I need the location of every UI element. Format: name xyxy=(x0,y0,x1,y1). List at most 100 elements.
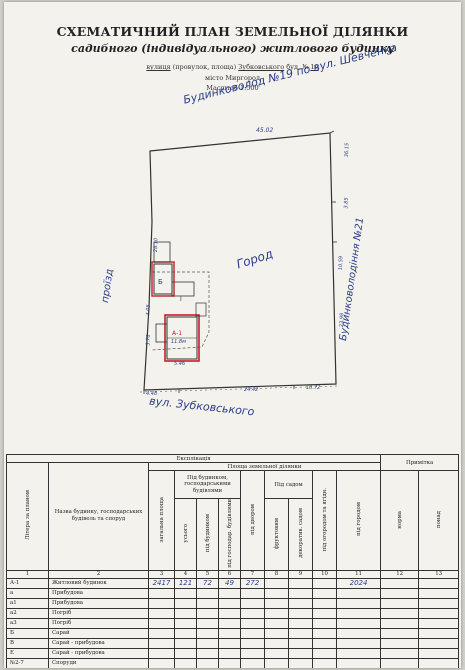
table-row: Б Сарай xyxy=(6,627,460,639)
col-number: 9 xyxy=(288,569,313,579)
row-garden: 2024 xyxy=(335,577,382,589)
decor-heading: декоратив. садом xyxy=(288,498,313,571)
column-numbers-row: 1 2 3 4 5 6 7 8 9 10 11 12 13 xyxy=(6,569,460,579)
dim-right-upper: 36.15 xyxy=(343,142,351,158)
empty-cell xyxy=(418,577,460,589)
dim-top: 45.02 xyxy=(256,127,274,134)
dim-bottom-right: 10.72 xyxy=(306,385,321,391)
name-heading: Назва будинку, господарських будівель та… xyxy=(48,462,149,571)
table-row: а Прибудова xyxy=(6,587,460,599)
barn-highlight xyxy=(151,261,175,297)
table-row: а1 Прибудова xyxy=(6,597,460,609)
norm-heading: норма xyxy=(380,470,420,571)
total-heading: загальна площа xyxy=(148,470,175,571)
house-highlight xyxy=(164,314,200,362)
address-line: вулиця (провулок, площа) Зубковського бу… xyxy=(4,63,461,71)
barn-building xyxy=(153,263,173,295)
row-litera: В xyxy=(6,637,49,649)
garden-heading: під городом xyxy=(335,470,382,571)
row-yard: 272 xyxy=(240,577,265,589)
empty-cell xyxy=(380,577,420,589)
row-litera: А-1 xyxy=(6,577,49,589)
dim-right-3: 10.59 xyxy=(337,255,345,271)
dim-bottom-mid: 24.42 xyxy=(244,387,259,393)
row-under-house: 72 xyxy=(196,577,219,589)
col-number: 5 xyxy=(196,569,219,579)
ogorod-heading: під огородом та ягідн. xyxy=(312,470,337,571)
col-number: 3 xyxy=(148,569,175,579)
dim-right-2: 3.85 xyxy=(343,197,350,209)
empty-cell xyxy=(264,577,289,589)
yard-boundary xyxy=(151,271,210,351)
col-number: 8 xyxy=(264,569,289,579)
street-prefix: вулиця xyxy=(146,63,171,71)
col-number: 12 xyxy=(380,569,420,579)
row-litera: а2 xyxy=(6,607,49,619)
buildings-total-heading: усього xyxy=(174,498,197,571)
dim-house: 5.46 xyxy=(174,361,186,367)
street-value: Зубковського xyxy=(238,63,285,71)
document-title: СХЕМАТИЧНИЙ ПЛАН ЗЕМЕЛЬНОЇ ДІЛЯНКИ xyxy=(56,24,409,39)
house-area: 11.8м xyxy=(171,339,186,345)
city-line: місто Миргород xyxy=(205,74,260,82)
table-row: №2-7 Споруди xyxy=(6,657,460,668)
empty-cell xyxy=(288,577,313,589)
row-name: Погріб xyxy=(48,607,149,619)
row-litera: №2-7 xyxy=(6,657,49,668)
house-label: А-1 xyxy=(172,330,183,337)
yard-heading: під двором xyxy=(240,470,265,571)
explication-heading: Експлікація xyxy=(5,454,382,463)
house-label: буд. № xyxy=(284,63,311,71)
col-number: 2 xyxy=(48,569,149,579)
col-number: 10 xyxy=(312,569,337,579)
row-litera: а3 xyxy=(6,617,49,629)
col-number: 1 xyxy=(6,569,49,579)
row-litera: Е xyxy=(6,647,49,659)
barn-label: Б xyxy=(158,278,163,286)
col-number: 4 xyxy=(174,569,197,579)
area-heading: Площа земельної ділянки xyxy=(147,462,382,471)
dim-left-upper: 28.10 xyxy=(152,237,160,253)
row-under-outbuild: 49 xyxy=(218,577,241,589)
col-number: 6 xyxy=(218,569,241,579)
row-litera: а xyxy=(6,587,49,599)
under-house-heading: під будинком xyxy=(196,498,219,571)
empty-cell xyxy=(312,577,337,589)
row-name: Житловий будинок xyxy=(48,577,149,589)
scale-line: Масштаб 1:500 xyxy=(206,84,259,92)
row-name: Сарай - прибудова xyxy=(48,647,149,659)
row-total: 2417 xyxy=(148,577,175,589)
table-row: А-1 Житловий будинок 2417 121 72 49 272 … xyxy=(6,577,460,589)
litera-heading: Літера за планом xyxy=(6,462,49,571)
dim-right-4: 23.98 xyxy=(338,312,346,328)
row-name: Погріб xyxy=(48,617,149,629)
dim-left-2: 4.05 xyxy=(145,304,152,316)
site-plan xyxy=(139,130,339,394)
street-note: (провулок, площа) xyxy=(170,63,239,71)
table-row: а2 Погріб xyxy=(6,607,460,619)
col-number: 7 xyxy=(240,569,265,579)
fruit-heading: фруктовим xyxy=(264,498,289,571)
table-row: Е Сарай - прибудова xyxy=(6,647,460,659)
document-subtitle: садибного (індивідуального) житлового бу… xyxy=(71,42,394,55)
row-name: Споруди xyxy=(48,657,149,668)
row-name: Сарай - прибудова xyxy=(48,637,149,649)
col-number: 11 xyxy=(335,569,382,579)
row-name: Прибудова xyxy=(48,587,149,599)
under-outbuild-heading: під господар. будівлями xyxy=(218,498,241,571)
dim-left-3: 3.78 xyxy=(145,334,152,346)
row-name: Прибудова xyxy=(48,597,149,609)
house-value: 19 xyxy=(310,63,319,71)
explication-table: Експлікація Примітка Літера за планом На… xyxy=(5,454,460,668)
over-heading: понад xyxy=(418,470,460,571)
row-buildings-total: 121 xyxy=(174,577,197,589)
row-name: Сарай xyxy=(48,627,149,639)
row-litera: а1 xyxy=(6,597,49,609)
table-row: В Сарай - прибудова xyxy=(6,637,460,649)
dim-bottom-left: 4.48 xyxy=(146,391,158,397)
table-row: а3 Погріб xyxy=(6,617,460,629)
col-number: 13 xyxy=(418,569,460,579)
under-buildings-heading: Під будинком, господарськими будівлями xyxy=(174,470,241,499)
row-litera: Б xyxy=(6,627,49,639)
document-page: СХЕМАТИЧНИЙ ПЛАН ЗЕМЕЛЬНОЇ ДІЛЯНКИ садиб… xyxy=(4,2,461,668)
